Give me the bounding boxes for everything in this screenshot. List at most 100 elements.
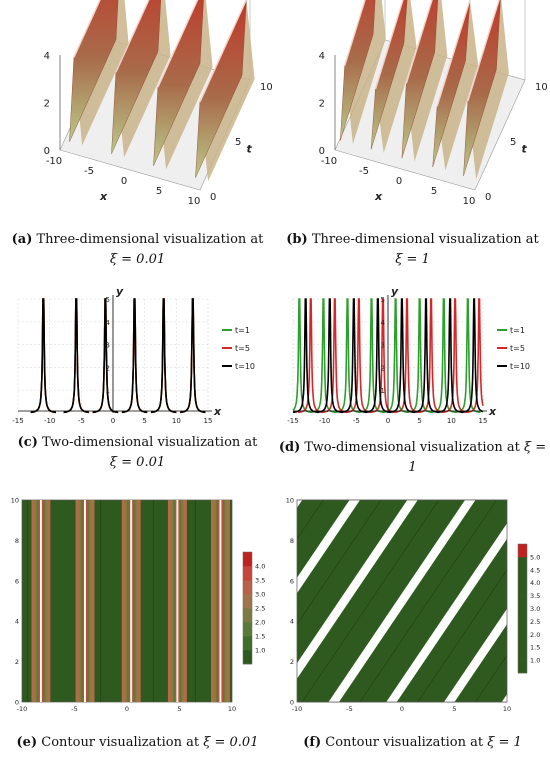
y-tick-label: 0 bbox=[290, 699, 294, 707]
caption-d: (d) Two-dimensional visualization at ξ =… bbox=[275, 438, 550, 478]
y-tick-label: 0 bbox=[210, 192, 216, 203]
colorbar-tick-label: 2.0 bbox=[255, 619, 265, 627]
colorbar-cell bbox=[518, 544, 527, 558]
x-tick-label: 0 bbox=[121, 176, 127, 187]
y-tick-label: 0 bbox=[15, 699, 19, 707]
x-tick-label: -10 bbox=[46, 156, 62, 167]
y-tick-label: 5 bbox=[106, 296, 110, 304]
x-tick-label: -10 bbox=[321, 156, 337, 167]
y-tick-label: 6 bbox=[290, 577, 294, 585]
caption-d-math: ξ = 1 bbox=[408, 440, 547, 475]
legend-label: t=10 bbox=[235, 362, 255, 371]
caption-f-text: Contour visualization at bbox=[321, 735, 488, 750]
y-tick-label: 10 bbox=[535, 82, 548, 93]
caption-b-math: ξ = 1 bbox=[395, 252, 430, 267]
contour-band bbox=[219, 500, 222, 702]
z-tick-label: 0 bbox=[319, 146, 325, 157]
z-tick-label: 2 bbox=[319, 99, 325, 110]
x-tick-label: 0 bbox=[125, 705, 129, 713]
colorbar-tick-label: 4.0 bbox=[530, 579, 540, 587]
ridge-back-face bbox=[406, 0, 448, 162]
x-tick-label: 15 bbox=[204, 417, 213, 425]
series-line bbox=[293, 298, 484, 414]
x-tick-label: 10 bbox=[463, 196, 476, 207]
colorbar-tick-label: 2.5 bbox=[255, 605, 265, 613]
ridge-front-face bbox=[153, 0, 204, 166]
ridge-crest bbox=[115, 0, 150, 73]
contour-line bbox=[359, 499, 497, 703]
x-tick-label: 5 bbox=[431, 186, 437, 197]
y-tick-label: 2 bbox=[381, 364, 385, 372]
x-tick-label: 5 bbox=[156, 186, 162, 197]
ridge-crest bbox=[374, 0, 404, 90]
caption-b-letter: (b) bbox=[286, 232, 308, 247]
x-tick-label: -5 bbox=[346, 705, 352, 713]
y-tick-label: 4 bbox=[106, 319, 111, 327]
y-tick-label: 5 bbox=[235, 137, 241, 148]
x-tick-label: 10 bbox=[172, 417, 181, 425]
x-tick-label: -5 bbox=[78, 417, 85, 425]
series-line bbox=[30, 298, 206, 414]
y-tick-label: 5 bbox=[510, 137, 516, 148]
contour-band bbox=[386, 500, 534, 702]
colorbar-tick-label: 2.5 bbox=[530, 618, 540, 626]
series-line bbox=[30, 298, 206, 414]
colorbar-cell bbox=[243, 552, 252, 567]
colorbar-frame bbox=[242, 551, 253, 665]
ridge-front-face bbox=[401, 0, 438, 159]
ridge-crest bbox=[344, 0, 366, 67]
y-tick-label: 1 bbox=[106, 387, 110, 395]
contour-line bbox=[302, 499, 439, 703]
x-tick-label: 10 bbox=[447, 417, 456, 425]
x-tick-label: -15 bbox=[12, 417, 23, 425]
y-tick-label: 1 bbox=[381, 387, 385, 395]
y-axis-label: t bbox=[522, 143, 528, 156]
y-tick-label: 10 bbox=[11, 497, 19, 505]
y-tick-label: 2 bbox=[290, 658, 294, 666]
legend-label: t=5 bbox=[510, 344, 525, 353]
ridge-back-face bbox=[375, 0, 417, 153]
x-tick-label: -15 bbox=[287, 417, 298, 425]
y-tick-label: 0 bbox=[485, 192, 491, 203]
colorbar-cell bbox=[518, 556, 527, 571]
caption-f: (f) Contour visualization at ξ = 1 bbox=[275, 733, 550, 753]
ridge-crest bbox=[467, 0, 500, 102]
caption-e-math: ξ = 0.01 bbox=[203, 735, 259, 750]
caption-c-letter: (c) bbox=[17, 435, 38, 450]
ridge-front-face bbox=[195, 0, 247, 178]
ridge-crest bbox=[157, 0, 199, 88]
y-tick-label: 10 bbox=[260, 82, 273, 93]
x-tick-label: 5 bbox=[452, 705, 456, 713]
y-tick-label: 6 bbox=[15, 577, 19, 585]
caption-a-text: Three-dimensional visualization at bbox=[32, 232, 264, 247]
x-tick-label: 15 bbox=[479, 417, 488, 425]
colorbar-cell bbox=[518, 660, 527, 674]
caption-d-text: Two-dimensional visualization at bbox=[300, 440, 524, 455]
y-tick-label: 10 bbox=[286, 497, 294, 505]
ridge-crest bbox=[73, 0, 101, 58]
colorbar-cell bbox=[518, 608, 527, 622]
colorbar-cell bbox=[518, 634, 527, 648]
x-tick-label: 5 bbox=[142, 417, 146, 425]
caption-e-letter: (e) bbox=[16, 735, 38, 750]
ridge-front-face bbox=[370, 0, 408, 150]
x-axis-label: x bbox=[374, 190, 383, 203]
caption-c: (c) Two-dimensional visualization at ξ =… bbox=[0, 433, 275, 473]
caption-e-text: Contour visualization at bbox=[37, 735, 204, 750]
caption-c-math: ξ = 0.01 bbox=[109, 455, 166, 470]
colorbar-cell bbox=[518, 595, 527, 609]
colorbar-tick-label: 2.0 bbox=[530, 631, 540, 639]
y-axis-label: y bbox=[116, 285, 124, 298]
ridge-crest bbox=[405, 0, 433, 84]
series-line bbox=[298, 298, 484, 414]
x-tick-label: -5 bbox=[353, 417, 360, 425]
caption-b: (b) Three-dimensional visualization at ξ… bbox=[275, 230, 550, 270]
x-tick-label: 0 bbox=[396, 176, 402, 187]
x-tick-label: 10 bbox=[188, 196, 201, 207]
contour-band bbox=[328, 500, 476, 702]
